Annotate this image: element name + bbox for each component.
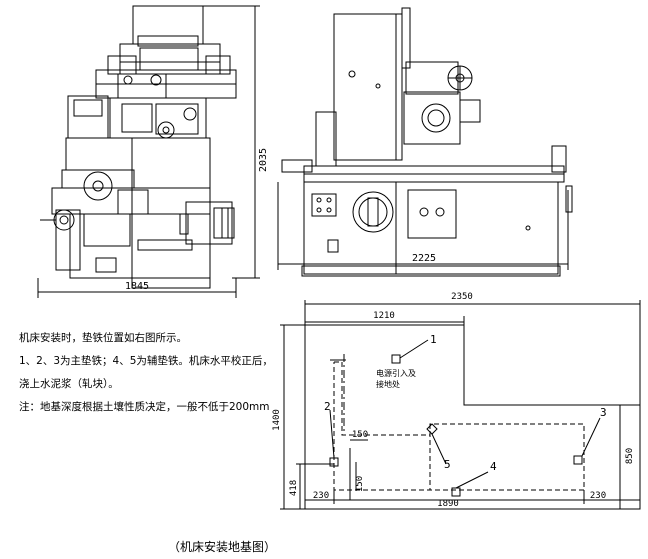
installation-notes: 机床安装时，垫铁位置如右图所示。 1、2、3为主垫铁；4、5为辅垫铁。机床水平校… (19, 327, 274, 419)
bolt-spacing-dim: 1890 (437, 499, 459, 509)
front-height-dim: 2035 (258, 148, 269, 172)
pads-and-leaders (329, 339, 601, 497)
wire-entry-note: 电源引入及 接地处 (376, 368, 421, 389)
side-view-dimensions (277, 182, 569, 270)
plan-height-dim: 1400 (272, 409, 282, 431)
front-view-dimensions (37, 5, 260, 298)
bottom-offset-dim: 418 (289, 480, 299, 496)
note-line-2: 1、2、3为主垫铁；4、5为辅垫铁。机床水平校正后， (19, 355, 273, 367)
pad-size-a-dim: 150 (352, 430, 368, 440)
note-line-4: 注：地基深度根据土壤性质决定，一般不低于200mm (19, 401, 270, 413)
note-line-1: 机床安装时，垫铁位置如右图所示。 (19, 332, 187, 344)
callout-3: 3 (600, 406, 607, 419)
front-width-dim: 1845 (125, 281, 149, 292)
callout-1: 1 (430, 333, 437, 346)
side-width-dim: 2225 (412, 253, 436, 264)
callout-2: 2 (324, 400, 331, 413)
upper-width-dim: 1210 (373, 311, 395, 321)
left-margin-dim: 230 (313, 491, 329, 501)
right-margin-dim: 230 (590, 491, 606, 501)
callout-4: 4 (490, 460, 497, 473)
foundation-dimension-lines (280, 300, 641, 510)
note-line-3: 浇上水泥浆（轧块）。 (19, 378, 119, 390)
callout-5: 5 (444, 458, 451, 471)
drawing-caption: （机床安装地基图） (168, 540, 277, 554)
overall-width-dim: 2350 (451, 292, 473, 302)
pad-size-b-dim: 150 (355, 476, 365, 492)
side-view-machine (281, 7, 573, 277)
front-view-machine (40, 5, 237, 289)
right-height-dim: 850 (625, 448, 635, 464)
